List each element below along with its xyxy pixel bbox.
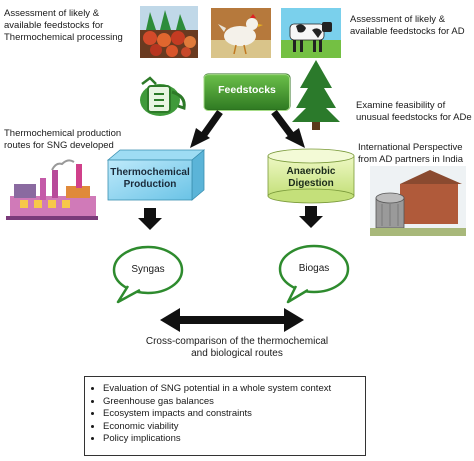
- anaerobic-digestion-label: Anaerobic Digestion: [286, 166, 336, 189]
- arrow-to-thermochemical: [190, 109, 223, 148]
- arrow-to-anaerobic: [271, 109, 305, 148]
- thermochemical-box: [106, 149, 206, 201]
- note-unusual-feedstocks: Examine feasibility of unusual feedstock…: [356, 100, 472, 123]
- factory-image: [6, 159, 98, 220]
- evaluation-item: Evaluation of SNG potential in a whole s…: [103, 383, 359, 396]
- evaluation-item: Economic viability: [103, 421, 359, 434]
- biogas-plant-image: [370, 166, 466, 236]
- feedstocks-node: [203, 73, 291, 111]
- comparison-double-arrow: [160, 308, 304, 332]
- evaluation-list-box: Evaluation of SNG potential in a whole s…: [84, 376, 366, 456]
- wood-logs-image: [140, 6, 198, 58]
- syngas-bubble: [112, 245, 184, 304]
- arrow-ad-to-biogas: [299, 206, 323, 228]
- thermochemical-label: Thermochemical Production: [110, 167, 190, 190]
- anaerobic-digestion-cylinder: [267, 148, 355, 204]
- note-thermochemical-assessment: Assessment of likely & available feedsto…: [4, 8, 123, 43]
- evaluation-item: Policy implications: [103, 433, 359, 446]
- biogas-label: Biogas: [298, 263, 330, 274]
- fir-tree-image: [292, 60, 340, 130]
- arrow-thermo-to-syngas: [138, 208, 162, 230]
- evaluation-item: Ecosystem impacts and constraints: [103, 408, 359, 421]
- feedstocks-label: Feedstocks: [218, 84, 276, 96]
- note-india-perspective: International Perspective from AD partne…: [358, 142, 464, 165]
- green-waste-bin-image: [140, 76, 186, 116]
- note-thermochemical-routes: Thermochemical production routes for SNG…: [4, 128, 122, 151]
- evaluation-list: Evaluation of SNG potential in a whole s…: [85, 377, 365, 452]
- biogas-bubble: [278, 244, 350, 304]
- comparison-caption: Cross-comparison of the thermochemical a…: [145, 336, 329, 359]
- note-ad-assessment: Assessment of likely & available feedsto…: [350, 14, 465, 37]
- chicken-image: [211, 8, 271, 58]
- syngas-label: Syngas: [131, 264, 165, 275]
- cow-image: [281, 8, 341, 58]
- evaluation-item: Greenhouse gas balances: [103, 396, 359, 409]
